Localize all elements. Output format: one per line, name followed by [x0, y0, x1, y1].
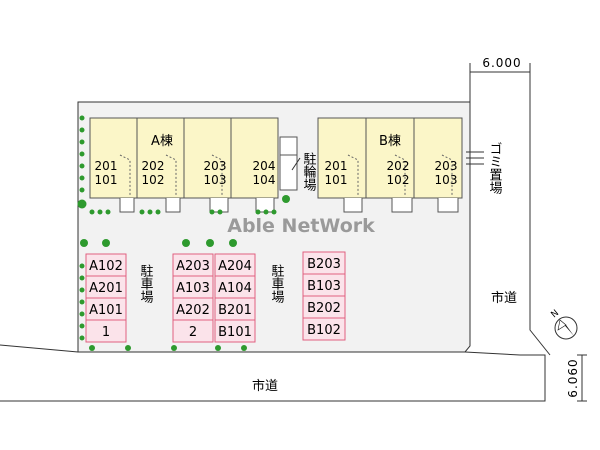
garbage-area-label: ゴミ置場 [487, 142, 503, 194]
bicycle-parking-area [279, 136, 298, 191]
parking-space: B202 [307, 301, 341, 316]
right-road-width: 6.060 [566, 358, 580, 397]
parking-space: 1 [102, 325, 110, 340]
top-dimension [469, 67, 531, 77]
building-b [317, 117, 463, 213]
trees [77, 115, 290, 351]
unit-label: 103 [204, 173, 227, 187]
parking-space: A104 [218, 281, 252, 296]
bicycle-parking-pointer [291, 157, 301, 171]
parking-space: B103 [307, 279, 341, 294]
unit-label: 203 [204, 159, 227, 173]
building-a-name: A棟 [151, 134, 173, 149]
parking-space: 2 [189, 325, 197, 340]
unit-label: 203 [435, 159, 458, 173]
unit-label: 104 [253, 173, 276, 187]
unit-label: 204 [253, 159, 276, 173]
bicycle-parking-label: 駐輪場 [301, 152, 317, 191]
parking-space: B102 [307, 323, 341, 338]
parking-space: B203 [307, 257, 341, 272]
parking-space: A201 [89, 281, 123, 296]
building-a [89, 117, 279, 213]
unit-label: 101 [95, 173, 118, 187]
garbage-area-marker [466, 151, 484, 165]
parking-space: B101 [218, 325, 252, 340]
road-label-south: 市道 [252, 378, 278, 394]
watermark: Able NetWork [227, 215, 375, 237]
parking-column-4: B203 B103 B202 B102 [302, 251, 346, 341]
parking-column-3: A204 A104 B201 B101 [214, 253, 256, 343]
north-arrow-icon: N [550, 308, 578, 340]
svg-text:N: N [550, 308, 562, 320]
unit-label: 202 [142, 159, 165, 173]
parking-space: B201 [218, 303, 252, 318]
unit-label: 101 [325, 173, 348, 187]
parking-column-1: A102 A201 A101 1 [85, 253, 127, 343]
building-b-units: 201 101 202 102 203 103 [325, 159, 458, 187]
building-a-units: 201 101 202 102 203 103 204 104 [95, 159, 276, 187]
parking-space: A204 [218, 259, 252, 274]
parking-space: A101 [89, 303, 123, 318]
top-road-width: 6.000 [482, 56, 521, 70]
road-label-east: 市道 [491, 290, 517, 306]
unit-label: 202 [387, 159, 410, 173]
parking-space: A102 [89, 259, 123, 274]
building-b-name: B棟 [379, 134, 401, 149]
parking-label-left: 駐車場 [138, 264, 154, 303]
unit-label: 102 [142, 173, 165, 187]
unit-label: 201 [325, 159, 348, 173]
right-dimension [577, 354, 587, 402]
parking-space: A203 [176, 259, 210, 274]
parking-label-right: 駐車場 [269, 264, 285, 303]
unit-label: 102 [387, 173, 410, 187]
unit-label: 201 [95, 159, 118, 173]
parking-space: A202 [176, 303, 210, 318]
parking-column-2: A203 A103 A202 2 [172, 253, 214, 343]
unit-label: 103 [435, 173, 458, 187]
parking-space: A103 [176, 281, 210, 296]
